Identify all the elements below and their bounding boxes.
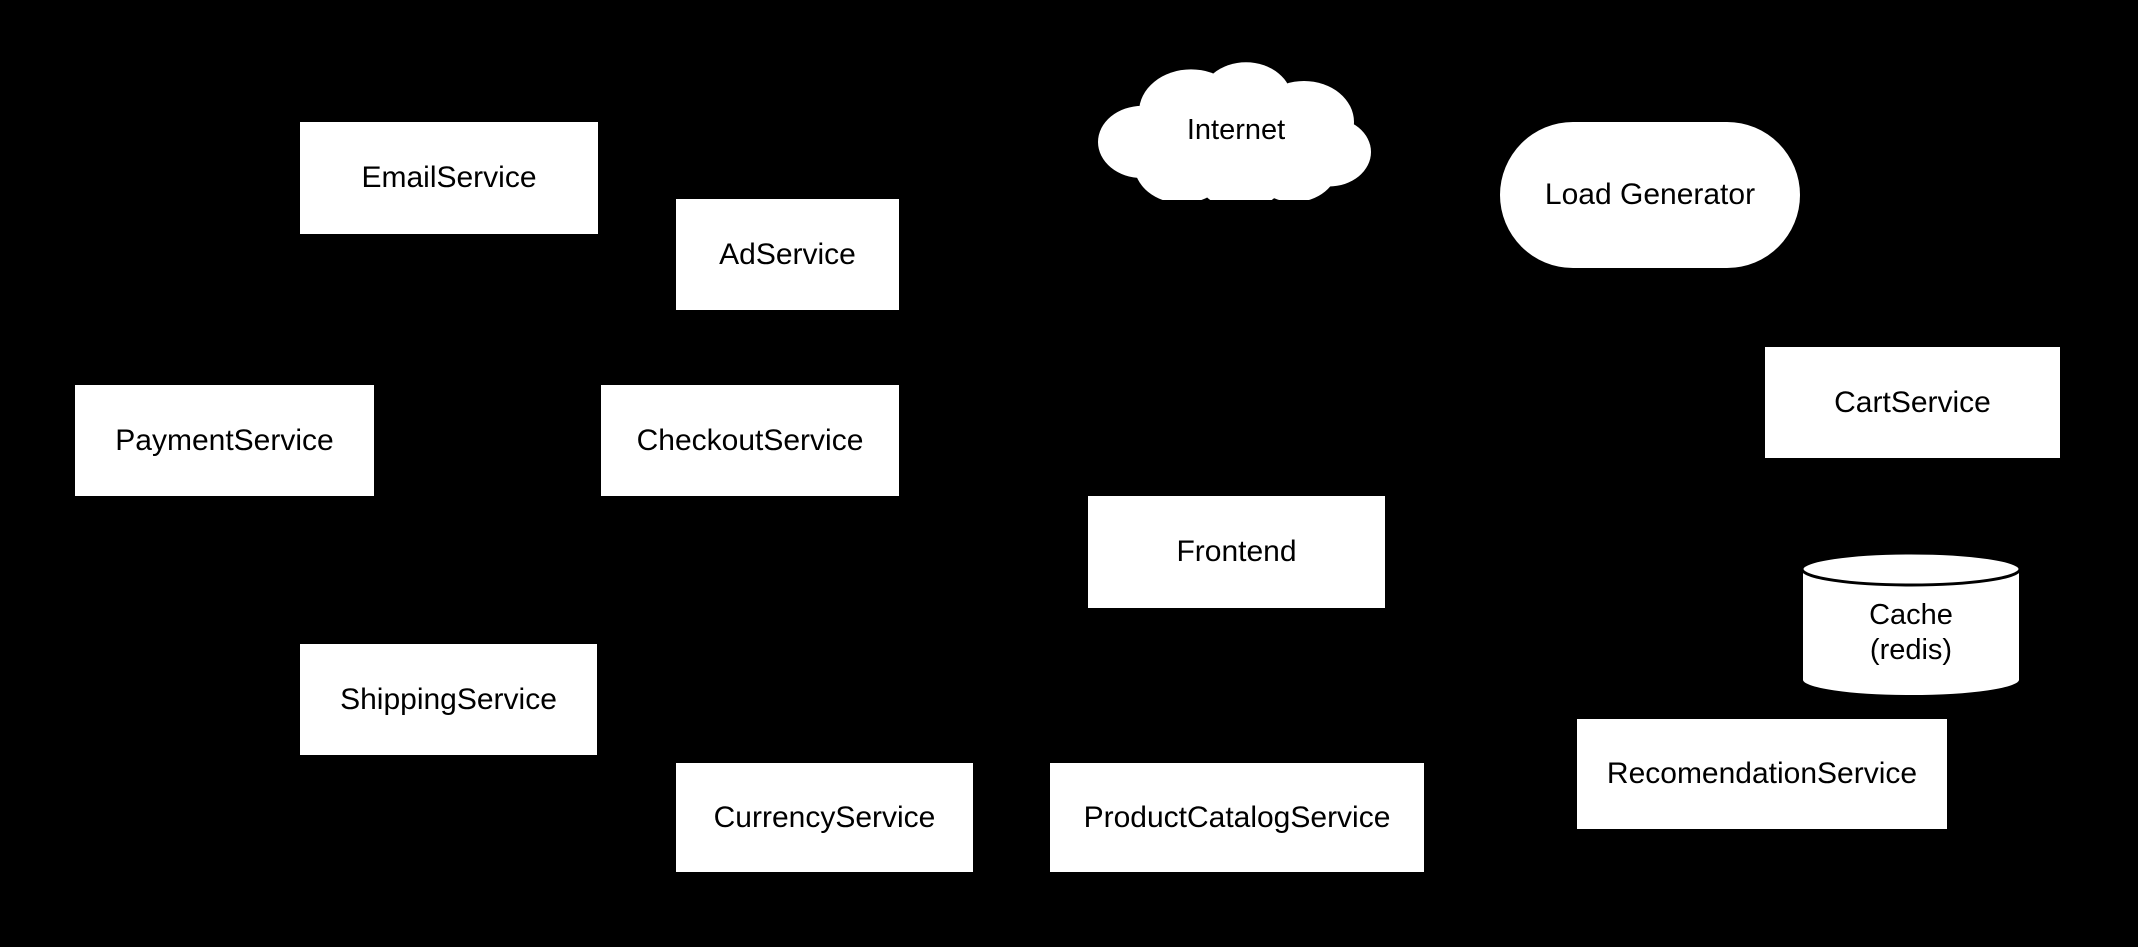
- node-label-cart-service: CartService: [1834, 385, 1991, 419]
- node-internet[interactable]: Internet: [1086, 60, 1386, 200]
- node-checkout-service[interactable]: CheckoutService: [601, 385, 899, 496]
- node-label-product-catalog-service: ProductCatalogService: [1083, 800, 1391, 834]
- node-product-catalog-service[interactable]: ProductCatalogService: [1050, 763, 1424, 872]
- node-cache-redis[interactable]: Cache (redis): [1800, 553, 2022, 696]
- node-label-ad-service: AdService: [719, 237, 856, 271]
- node-label-currency-service: CurrencyService: [713, 800, 936, 834]
- node-label-shipping-service: ShippingService: [340, 682, 557, 716]
- node-label-payment-service: PaymentService: [115, 423, 334, 457]
- node-frontend[interactable]: Frontend: [1088, 496, 1385, 608]
- node-label-frontend: Frontend: [1176, 535, 1297, 569]
- node-label-recomendation-service: RecomendationService: [1606, 757, 1918, 791]
- node-ad-service[interactable]: AdService: [676, 199, 899, 310]
- node-cart-service[interactable]: CartService: [1765, 347, 2060, 458]
- node-label-checkout-service: CheckoutService: [636, 423, 864, 457]
- node-recomendation-service[interactable]: RecomendationService: [1577, 719, 1947, 829]
- node-currency-service[interactable]: CurrencyService: [676, 763, 973, 872]
- node-load-generator[interactable]: Load Generator: [1500, 122, 1800, 268]
- node-label-email-service: EmailService: [361, 161, 537, 195]
- node-shipping-service[interactable]: ShippingService: [300, 644, 597, 755]
- node-email-service[interactable]: EmailService: [300, 122, 598, 234]
- node-label-load-generator: Load Generator: [1544, 178, 1756, 212]
- node-payment-service[interactable]: PaymentService: [75, 385, 374, 496]
